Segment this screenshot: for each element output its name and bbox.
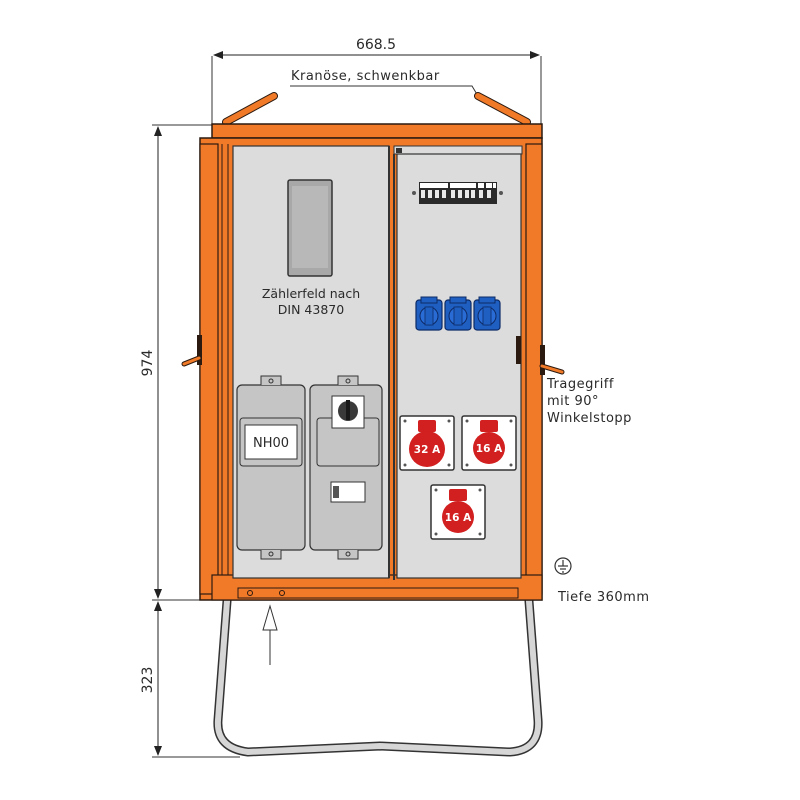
main-switch-module <box>309 375 383 560</box>
carry-handle-right-icon <box>539 345 565 375</box>
crane-eye-label: Kranöse, schwenkbar <box>291 69 440 84</box>
schuko-sockets <box>415 296 501 331</box>
cee-socket-32a: 32 A <box>399 415 455 471</box>
handle-label-1: Tragegriff <box>546 377 614 392</box>
schuko-socket-icon <box>415 296 443 331</box>
height-dimension: 974 <box>140 124 232 601</box>
crane-eye-icon <box>222 92 531 126</box>
crane-eye-annotation: Kranöse, schwenkbar <box>290 69 479 97</box>
carry-handle-left-icon <box>181 335 202 367</box>
up-arrow-icon <box>262 604 278 665</box>
meter-field-label-2: DIN 43870 <box>278 302 344 317</box>
cee-32a-label: 32 A <box>414 444 441 456</box>
schuko-socket-icon <box>444 296 472 331</box>
schuko-socket-icon <box>473 296 501 331</box>
handle-label-2: mit 90° <box>547 394 599 409</box>
cee-socket-16a: 16 A <box>461 415 517 471</box>
width-value: 668.5 <box>356 37 396 53</box>
rotary-switch-icon <box>338 400 358 421</box>
stand-height-value: 323 <box>140 667 156 694</box>
handle-label-3: Winkelstopp <box>547 411 632 426</box>
cee-16a-label-2: 16 A <box>445 512 472 524</box>
height-value: 974 <box>140 350 156 377</box>
width-dimension: 668.5 <box>211 37 542 125</box>
cee-16a-label: 16 A <box>476 443 503 455</box>
circuit-breaker-row <box>412 182 503 204</box>
meter-field-label-1: Zählerfeld nach <box>262 286 360 301</box>
stand-height-dimension: 323 <box>140 601 240 758</box>
depth-label: Tiefe 360mm <box>557 590 650 605</box>
handle-annotation: Tragegriff mit 90° Winkelstopp <box>546 377 632 426</box>
earth-ground-icon <box>554 557 572 575</box>
cee-socket-16a: 16 A <box>430 484 486 540</box>
fuse-label: NH00 <box>253 436 289 451</box>
fuse-module: NH00 <box>236 375 306 560</box>
stand-frame <box>213 587 543 757</box>
